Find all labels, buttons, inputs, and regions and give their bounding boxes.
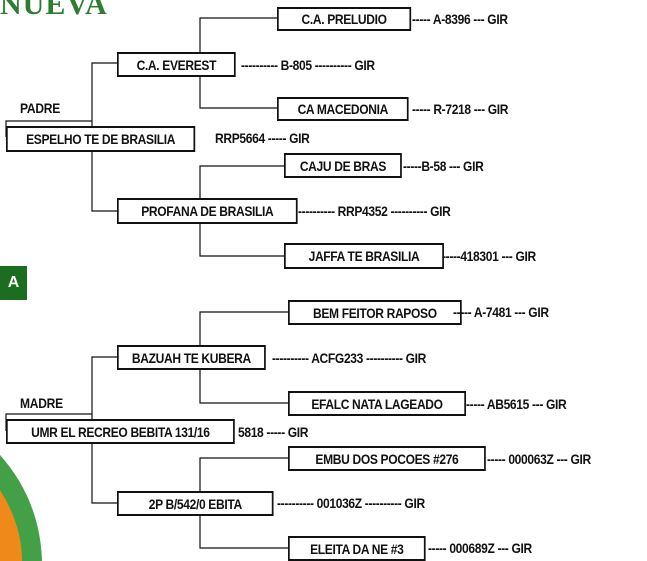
sire-maternal-grandmother-box: JAFFA TE BRASILIA bbox=[284, 243, 444, 269]
dam-mother-box: 2P B/542/0 EBITA bbox=[117, 491, 274, 516]
dam-paternal-grandmother-info: ----- AB5615 --- GIR bbox=[466, 396, 567, 412]
sire-maternal-grandmother-info: -----418301 --- GIR bbox=[442, 248, 536, 264]
sire-paternal-grandmother-box: CA MACEDONIA bbox=[277, 97, 409, 121]
dam-father-box: BAZUAH TE KUBERA bbox=[117, 345, 266, 370]
dam-father-info: ---------- ACFG233 ---------- GIR bbox=[272, 350, 427, 366]
brand-logo: NUEVA bbox=[0, 0, 108, 21]
dam-maternal-grandmother-box: ELEITA DA NE #3 bbox=[288, 536, 426, 561]
sire-name-box: ESPELHO TE DE BRASILIA bbox=[6, 126, 196, 152]
sire-mother-box: PROFANA DE BRASILIA bbox=[117, 198, 298, 224]
dam-maternal-grandfather-box: EMBU DOS POCOES #276 bbox=[288, 446, 486, 471]
sire-info: RRP5664 ----- GIR bbox=[215, 130, 310, 146]
sire-heading: PADRE bbox=[20, 100, 60, 116]
dam-mother-info: ---------- 001036Z ---------- GIR bbox=[277, 495, 425, 511]
sire-father-info: ---------- B-805 ---------- GIR bbox=[241, 57, 375, 73]
sire-paternal-grandfather-info: ----- A-8396 --- GIR bbox=[412, 11, 508, 27]
decorative-swirl-orange bbox=[0, 490, 22, 561]
dam-info: 5818 ----- GIR bbox=[238, 424, 309, 440]
sire-paternal-grandmother-info: ----- R-7218 --- GIR bbox=[412, 101, 509, 117]
dam-maternal-grandmother-info: ----- 000689Z --- GIR bbox=[428, 540, 532, 556]
dam-paternal-grandfather-box: BEM FEITOR RAPOSO bbox=[288, 300, 462, 325]
dam-paternal-grandfather-info: ----- A-7481 --- GIR bbox=[453, 304, 549, 320]
dam-paternal-grandmother-box: EFALC NATA LAGEADO bbox=[288, 391, 467, 416]
sire-father-box: C.A. EVEREST bbox=[117, 52, 236, 77]
sire-maternal-grandfather-box: CAJU DE BRAS bbox=[284, 153, 402, 178]
side-tab[interactable]: A bbox=[0, 266, 27, 300]
dam-maternal-grandfather-info: ----- 000063Z --- GIR bbox=[487, 451, 591, 467]
sire-paternal-grandfather-box: C.A. PRELUDIO bbox=[277, 7, 412, 31]
sire-mother-info: ---------- RRP4352 ---------- GIR bbox=[298, 203, 451, 219]
sire-maternal-grandfather-info: -----B-58 --- GIR bbox=[403, 158, 484, 174]
dam-name-box: UMR EL RECREO BEBITA 131/16 bbox=[6, 419, 235, 444]
dam-heading: MADRE bbox=[20, 395, 63, 411]
